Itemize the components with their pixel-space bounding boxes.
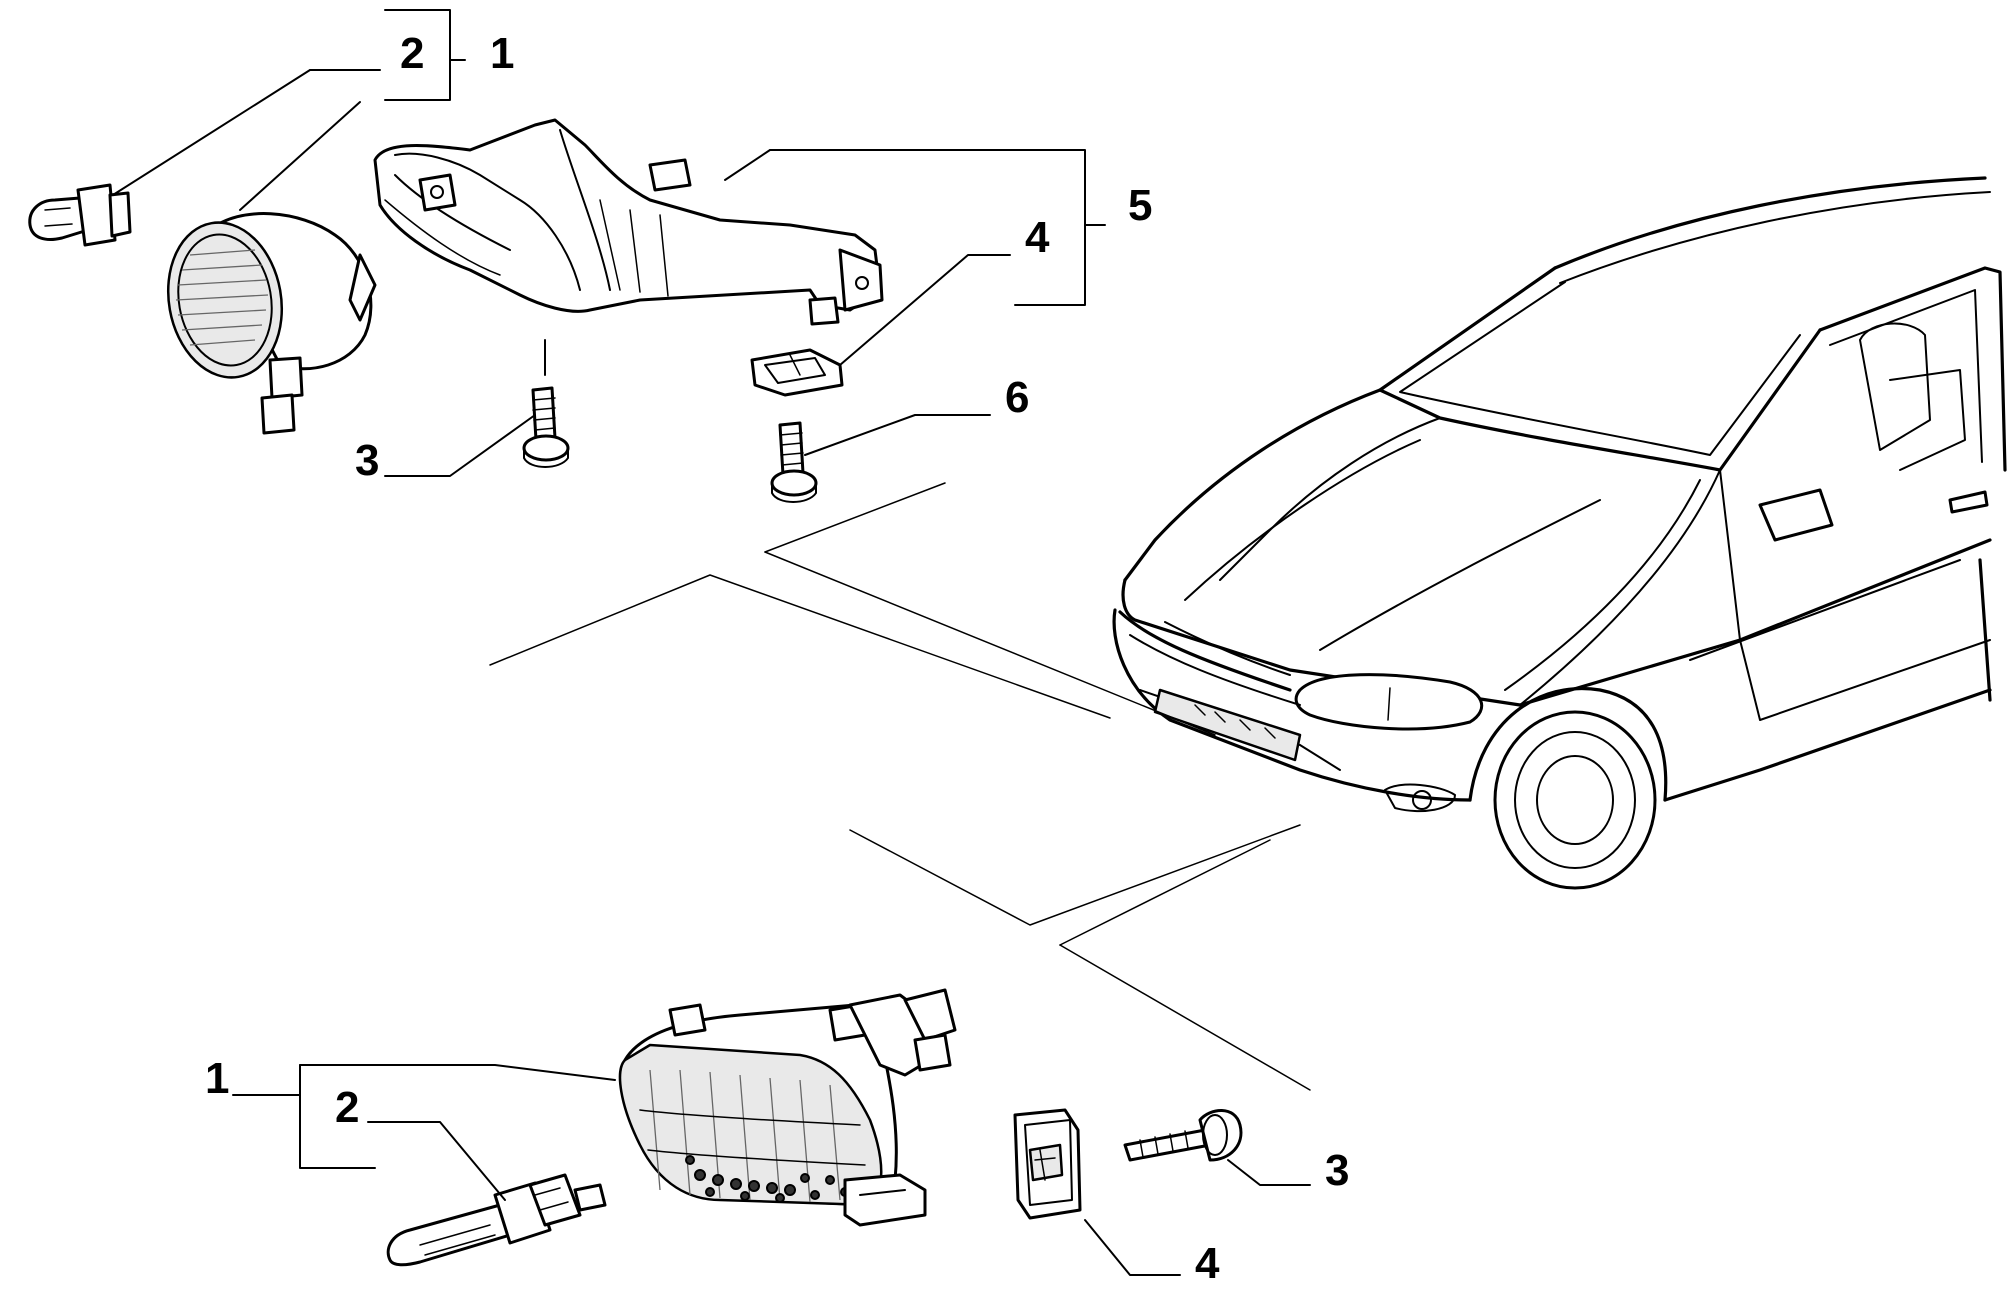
callout-top-bracket-number: 5 bbox=[1128, 181, 1152, 230]
top-bracket-duct-part bbox=[373, 118, 884, 326]
callout-top-screw-left-number: 3 bbox=[355, 436, 379, 485]
callout-top-lamp-number: 1 bbox=[490, 29, 514, 78]
bottom-bulb-part bbox=[386, 1173, 607, 1267]
callout-top-bulb-number: 2 bbox=[400, 29, 424, 78]
top-clip-nut-part bbox=[750, 348, 844, 397]
bottom-clip-nut-part bbox=[1013, 1108, 1082, 1220]
top-screw-right-part bbox=[770, 421, 818, 503]
callout-bottom-lamp-number: 1 bbox=[205, 1054, 229, 1103]
car-illustration bbox=[1112, 176, 2007, 890]
bottom-fog-lamp-assembly-group bbox=[232, 988, 1311, 1276]
callout-top-screw-right-number: 6 bbox=[1005, 373, 1029, 422]
top-screw-left-part bbox=[522, 386, 570, 468]
callout-labels: 2 1 5 4 3 6 1 2 3 4 bbox=[205, 29, 1349, 1288]
top-bulb-part bbox=[28, 183, 132, 247]
callout-bottom-screw-number: 3 bbox=[1325, 1146, 1349, 1195]
top-fog-lamp-assembly-group bbox=[28, 9, 1106, 503]
callout-bottom-clip-number: 4 bbox=[1195, 1239, 1220, 1288]
top-round-fog-lamp-part bbox=[166, 212, 377, 435]
bottom-lamp-texture-dots bbox=[685, 1155, 850, 1203]
bottom-rectangular-fog-lamp-part bbox=[618, 988, 957, 1227]
callout-top-clip-number: 4 bbox=[1025, 213, 1050, 262]
bottom-screw-part bbox=[1123, 1109, 1243, 1162]
callout-bottom-bulb-number: 2 bbox=[335, 1083, 359, 1132]
projection-lines bbox=[489, 482, 1311, 1091]
